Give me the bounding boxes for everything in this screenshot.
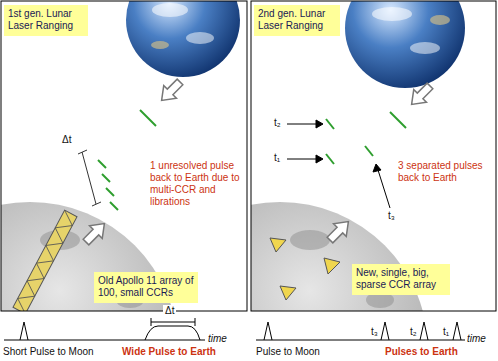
label-box: 1st gen. Lunar Laser Ranging <box>4 5 88 36</box>
wide-pulse <box>145 326 200 340</box>
beam-arrow <box>155 76 186 107</box>
panel-frame <box>1 1 247 311</box>
pulse-segment <box>102 174 110 182</box>
pulse-segment <box>140 110 156 126</box>
right-timeline <box>256 322 465 340</box>
left-panel-art <box>1 1 240 311</box>
annotation: Pulse to Moon <box>256 346 320 358</box>
annotation: t₂ <box>410 326 417 338</box>
box-text: 2nd gen. Lunar Laser Ranging <box>258 8 336 32</box>
pulse-segment <box>106 188 114 196</box>
ccr-triangle <box>270 238 286 252</box>
pointer-line <box>378 170 390 208</box>
delta-t-span <box>151 322 195 323</box>
pointer-head <box>316 120 323 128</box>
span-tick <box>195 318 196 326</box>
earth-globe <box>345 1 465 88</box>
annotation: 1 unresolved pulse back to Earth due to … <box>150 160 244 208</box>
array-lattice <box>13 210 77 311</box>
time-axis <box>4 340 205 341</box>
left-timeline <box>4 318 205 340</box>
time-axis <box>256 340 465 341</box>
label-box: 2nd gen. Lunar Laser Ranging <box>254 5 340 36</box>
array-frame <box>13 210 77 311</box>
ccr-array <box>270 238 340 300</box>
beam-arrow <box>324 215 355 246</box>
annotation: Short Pulse to Moon <box>3 346 94 358</box>
annotation: Wide Pulse to Earth <box>122 346 216 358</box>
pulse-segment <box>365 146 373 156</box>
pulse-spike <box>264 322 272 340</box>
annotation: time <box>467 333 486 345</box>
box-text: New, single, big, sparse CCR array <box>356 267 446 291</box>
right-panel-art <box>251 1 465 311</box>
annotation: Pulses to Earth <box>385 346 458 358</box>
pulse-segment <box>110 202 118 210</box>
pulse-segment <box>326 119 334 129</box>
cloud <box>186 32 214 44</box>
label-box: New, single, big, sparse CCR array <box>352 264 450 295</box>
annotation: Δt <box>62 134 71 146</box>
pulse-spike <box>20 322 28 340</box>
pulse-spike <box>453 322 461 340</box>
apollo-array <box>13 210 77 311</box>
pulse-segment <box>390 112 406 128</box>
earth <box>126 1 240 77</box>
annotation: t₁ <box>274 152 280 164</box>
cloud <box>372 7 412 21</box>
bracket-tick <box>78 150 87 154</box>
box-text: Old Apollo 11 array of 100, small CCRs <box>98 275 194 299</box>
annotation: Δt <box>163 305 176 317</box>
earth <box>345 1 465 88</box>
pulse-segment <box>326 154 334 164</box>
crater <box>290 230 330 250</box>
span-tick <box>151 318 152 326</box>
pulse-spike <box>420 322 428 340</box>
label-box: Old Apollo 11 array of 100, small CCRs <box>94 272 198 303</box>
box-text: 1st gen. Lunar Laser Ranging <box>8 8 84 32</box>
annotation: t₃ <box>388 210 395 222</box>
earth-globe <box>126 1 240 77</box>
beam-arrow <box>405 80 436 111</box>
ccr-triangle <box>324 258 340 274</box>
ccr-triangle <box>280 286 296 300</box>
pointer-head <box>316 155 323 163</box>
annotation: 3 separated pulses back to Earth <box>398 160 490 184</box>
annotation: t₃ <box>371 326 378 338</box>
land <box>151 41 169 49</box>
pulse-segment <box>98 160 106 168</box>
bracket-line <box>82 152 96 204</box>
annotation: t₁ <box>443 326 449 338</box>
pointer-head <box>373 164 381 172</box>
cloud <box>152 3 188 17</box>
panel-frame <box>251 1 496 311</box>
delta-t-bracket <box>78 150 101 206</box>
pointer-line <box>287 159 318 160</box>
land <box>430 15 450 25</box>
pulse-spike <box>381 322 389 340</box>
annotation: t₂ <box>274 117 281 129</box>
time-pointers <box>287 120 390 208</box>
pointer-line <box>287 124 318 125</box>
beam-arrow <box>80 217 111 248</box>
bracket-tick <box>92 202 101 206</box>
separated-pulses <box>326 119 373 164</box>
cloud <box>410 42 440 54</box>
annotation: time <box>208 333 227 345</box>
